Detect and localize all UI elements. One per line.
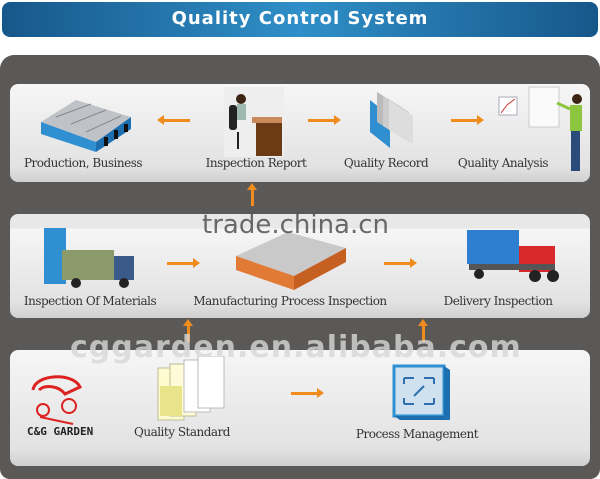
arrow-left-icon — [157, 115, 190, 125]
process-icon — [392, 364, 450, 420]
watermark-trade: trade.china.cn — [202, 210, 390, 240]
label-inspection-of-materials: Inspection Of Materials — [23, 294, 157, 308]
arrow-right-icon — [384, 258, 417, 268]
brand-logo-text: C&G GARDEN — [27, 425, 94, 438]
row-foundation — [10, 350, 590, 466]
truck-icon — [44, 228, 134, 288]
factory-icon — [41, 100, 131, 152]
office-worker-icon — [224, 87, 284, 157]
arrow-right-icon — [167, 258, 200, 268]
arrow-right-icon — [291, 388, 324, 398]
label-quality-standard: Quality Standard — [134, 425, 231, 439]
documents-icon — [157, 356, 225, 421]
label-quality-record: Quality Record — [343, 156, 429, 170]
arrow-up-icon — [183, 319, 193, 342]
presentation-icon — [498, 86, 582, 171]
arrow-up-icon — [247, 183, 257, 206]
arrow-up-icon — [418, 319, 428, 342]
arrow-right-icon — [308, 115, 341, 125]
file-folder-icon — [370, 92, 413, 148]
logo-icon — [31, 375, 82, 425]
watermark-alibaba: cggarden.en.alibaba.com — [70, 330, 522, 365]
truck-icon — [467, 230, 559, 282]
page-title: Quality Control System — [2, 2, 598, 37]
label-inspection-report: Inspection Report — [205, 156, 307, 170]
factory-icon — [236, 232, 346, 290]
arrow-right-icon — [451, 115, 484, 125]
label-production-business: Production, Business — [23, 156, 143, 170]
label-quality-analysis: Quality Analysis — [457, 156, 549, 170]
label-delivery-inspection: Delivery Inspection — [443, 294, 553, 308]
label-manufacturing-process-inspection: Manufacturing Process Inspection — [193, 294, 387, 308]
label-process-management: Process Management — [355, 427, 479, 441]
